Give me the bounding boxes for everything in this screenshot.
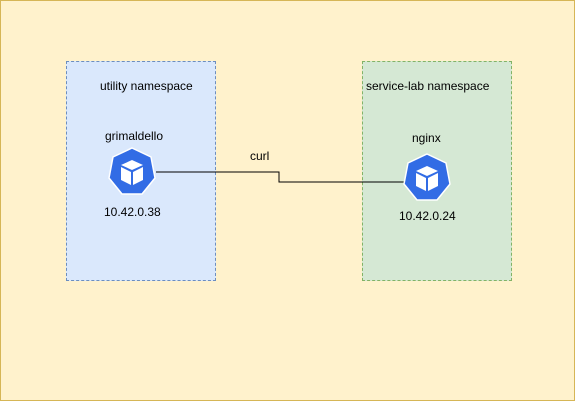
pod-name-grimaldello: grimaldello	[105, 129, 164, 143]
service-lab-namespace-label: service-lab namespace	[366, 79, 490, 93]
pod-name-nginx: nginx	[412, 131, 441, 145]
pod-ip-grimaldello: 10.42.0.38	[104, 205, 161, 219]
kubernetes-pod-icon	[402, 153, 452, 206]
kubernetes-pod-icon	[107, 147, 157, 200]
edge-label-curl: curl	[250, 149, 270, 163]
pod-ip-nginx: 10.42.0.24	[399, 209, 456, 223]
curl-connection-line	[156, 171, 404, 183]
utility-namespace-label: utility namespace	[100, 79, 193, 93]
